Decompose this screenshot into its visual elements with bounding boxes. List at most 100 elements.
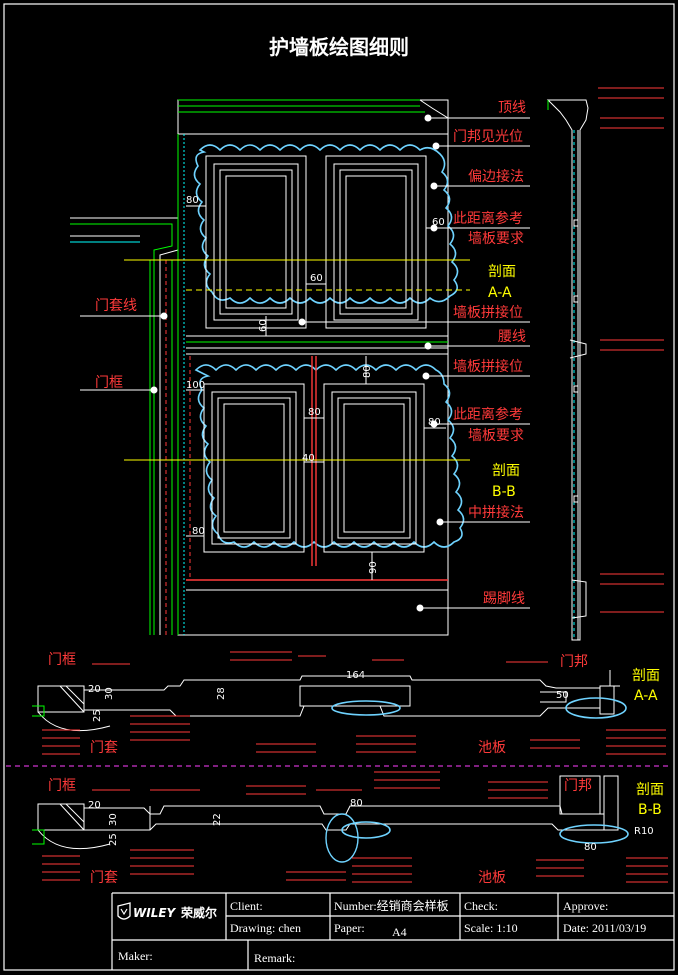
dim-100: 100 [186, 380, 205, 391]
sa-dim-164: 164 [346, 670, 365, 681]
section-bb-notes [42, 771, 668, 883]
waist-rail [186, 335, 448, 355]
brand-name-cn: 荣威尔 [180, 905, 217, 920]
sa-door-casing: 门套 [90, 740, 118, 756]
sb-dim-80b: 80 [584, 842, 597, 853]
section-aa-marker-1: 剖面 [488, 264, 516, 280]
section-aa-labels: 门框 门套 池板 门邦 [48, 652, 588, 756]
tb-drawing: Drawing: chen [230, 921, 301, 935]
dim-90: 90 [368, 561, 379, 574]
sa-dim-28: 28 [216, 687, 227, 700]
drawing-title: 护墙板绘图细则 [269, 35, 409, 59]
section-bb-marker-2: B-B [492, 484, 516, 500]
sb-dim-r10: R10 [634, 826, 654, 837]
callout-door-frame: 门框 [95, 375, 123, 391]
callout-top-line: 顶线 [498, 100, 526, 116]
sa-dim-30: 30 [104, 687, 115, 700]
callout-ref-distance-1a: 此距离参考 [453, 210, 523, 227]
sb-dim-25: 25 [108, 833, 119, 846]
sa-door-frame: 门框 [48, 652, 76, 668]
section-aa-drawing [37, 670, 620, 732]
tb-maker: Maker: [118, 949, 153, 963]
sa-title-2: A-A [634, 688, 658, 704]
section-aa-highlights [32, 697, 627, 719]
section-bb-highlights [32, 813, 629, 863]
section-aa-dimensions: 20 30 25 28 164 50 [88, 670, 569, 722]
sa-dim-25: 25 [92, 709, 103, 722]
section-bb-drawing [37, 775, 619, 850]
company-logo: WILEY 荣威尔 [117, 902, 217, 920]
section-aa-title: 剖面 A-A [632, 668, 660, 704]
sb-dim-80a: 80 [350, 798, 363, 809]
lower-left-door-panel [203, 383, 305, 553]
dim-60-c: 60 [258, 319, 269, 332]
side-section-strip [546, 99, 589, 641]
section-bb-dimensions: 20 30 25 22 80 80 R10 [88, 798, 654, 853]
sa-dim-50: 50 [556, 690, 569, 701]
callout-center-joint: 中拼接法 [468, 504, 524, 521]
dim-80-e: 80 [362, 365, 373, 378]
section-aa-notes [42, 651, 666, 755]
sb-door-casing: 门套 [90, 870, 118, 886]
side-section-notes [598, 87, 664, 613]
callout-ref-distance-1b: 墙板要求 [468, 231, 524, 247]
elevation-dimensions: 80 60 60 60 100 80 80 80 40 80 90 [186, 195, 445, 574]
tb-date: Date: 2011/03/19 [563, 921, 646, 935]
sb-dim-20: 20 [88, 800, 101, 811]
elevation-view [70, 99, 530, 636]
sb-dim-30: 30 [108, 813, 119, 826]
dim-80-b: 80 [308, 407, 321, 418]
dim-60-a: 60 [310, 273, 323, 284]
door-casing [70, 134, 191, 635]
tb-approve: Approve: [563, 899, 608, 913]
callout-offset-joint: 偏边接法 [468, 168, 524, 185]
section-bb-title: 剖面 B-B [636, 782, 664, 818]
tb-client: Client: [230, 899, 263, 913]
skirting-board [186, 579, 448, 591]
sb-pool-panel: 池板 [478, 870, 506, 886]
sheet-border [3, 3, 675, 971]
sa-dim-20: 20 [88, 684, 101, 695]
section-aa-marker-2: A-A [488, 285, 512, 301]
upper-right-door-panel [325, 155, 427, 329]
callout-waist-line: 腰线 [498, 329, 526, 345]
callout-ref-distance-2b: 墙板要求 [468, 428, 524, 444]
brand-name: WILEY [133, 906, 177, 920]
callout-door-jamb-reveal: 门邦见光位 [453, 129, 523, 145]
dim-40: 40 [302, 453, 315, 464]
sb-door-jamb: 门邦 [564, 778, 592, 794]
tb-paper-value: A4 [392, 925, 407, 939]
sa-door-jamb: 门邦 [560, 654, 588, 670]
lower-panel-cloud [194, 364, 465, 548]
upper-panel-cloud [193, 144, 459, 304]
upper-left-door-panel [205, 155, 307, 329]
tb-scale: Scale: 1:10 [464, 921, 518, 935]
tb-paper-label: Paper: [334, 921, 365, 935]
sa-pool-panel: 池板 [478, 740, 506, 756]
callout-ref-distance-2a: 此距离参考 [453, 406, 523, 423]
sb-door-frame: 门框 [48, 778, 76, 794]
sb-title-2: B-B [638, 802, 662, 818]
section-markers: 剖面 A-A 剖面 B-B [488, 264, 520, 500]
lower-right-door-panel [323, 383, 425, 553]
shield-icon [117, 902, 131, 920]
dim-60-b: 60 [432, 217, 445, 228]
callout-leaders [80, 117, 530, 609]
dim-80-c: 80 [428, 417, 441, 428]
tb-number: Number:经销商会样板 [334, 898, 449, 913]
crown-moulding [178, 99, 449, 135]
tb-remark: Remark: [254, 951, 295, 965]
dim-80-d: 80 [192, 526, 205, 537]
section-bb-marker-1: 剖面 [492, 463, 520, 479]
sb-title-1: 剖面 [636, 782, 664, 798]
sa-title-1: 剖面 [632, 668, 660, 684]
callout-panel-joint-2: 墙板拼接位 [453, 358, 523, 375]
elevation-labels: 顶线 门邦见光位 偏边接法 此距离参考 墙板要求 墙板拼接位 腰线 墙板拼接位 … [95, 100, 526, 607]
title-block [111, 892, 674, 970]
section-bb-labels: 门框 门套 池板 门邦 [48, 778, 592, 886]
callout-door-casing-line: 门套线 [95, 298, 137, 314]
center-joint-red [311, 356, 317, 566]
callout-skirting: 踢脚线 [483, 591, 525, 607]
sb-dim-22: 22 [212, 813, 223, 826]
